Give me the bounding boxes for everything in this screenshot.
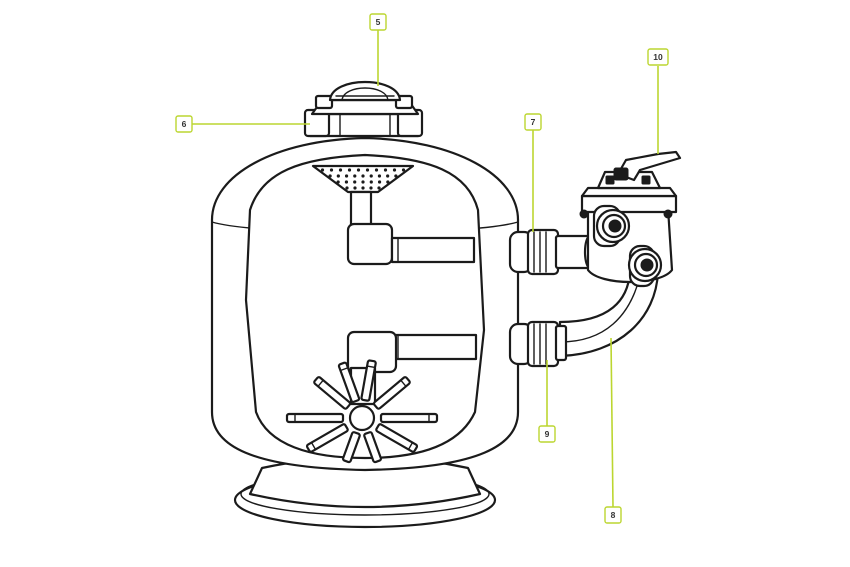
callout-5: 5 [369, 13, 387, 86]
callout-5-label: 5 [376, 17, 381, 27]
callout-6: 6 [175, 115, 310, 133]
lid-dome [328, 81, 402, 102]
callout-8: 8 [604, 337, 622, 524]
upper-internal-pipe [346, 190, 476, 266]
callouts: 5 6 7 9 8 10 [175, 13, 669, 524]
callout-6-label: 6 [182, 119, 187, 129]
callout-7-label: 7 [531, 117, 536, 127]
lower-union-coupling [508, 320, 568, 368]
lid-ring [303, 94, 424, 138]
lateral-collectors [285, 359, 439, 464]
tank-cutaway [244, 153, 486, 460]
callout-9: 9 [538, 360, 556, 443]
upper-union-coupling [508, 228, 597, 276]
tank-base [233, 455, 497, 529]
valve-handle [613, 150, 682, 182]
callout-8-label: 8 [611, 510, 616, 520]
top-diffuser [311, 164, 415, 194]
callout-7: 7 [524, 113, 542, 232]
callout-9-label: 9 [545, 429, 550, 439]
callout-10: 10 [647, 48, 669, 154]
multiport-valve [579, 170, 678, 288]
callout-10-label: 10 [653, 52, 663, 62]
